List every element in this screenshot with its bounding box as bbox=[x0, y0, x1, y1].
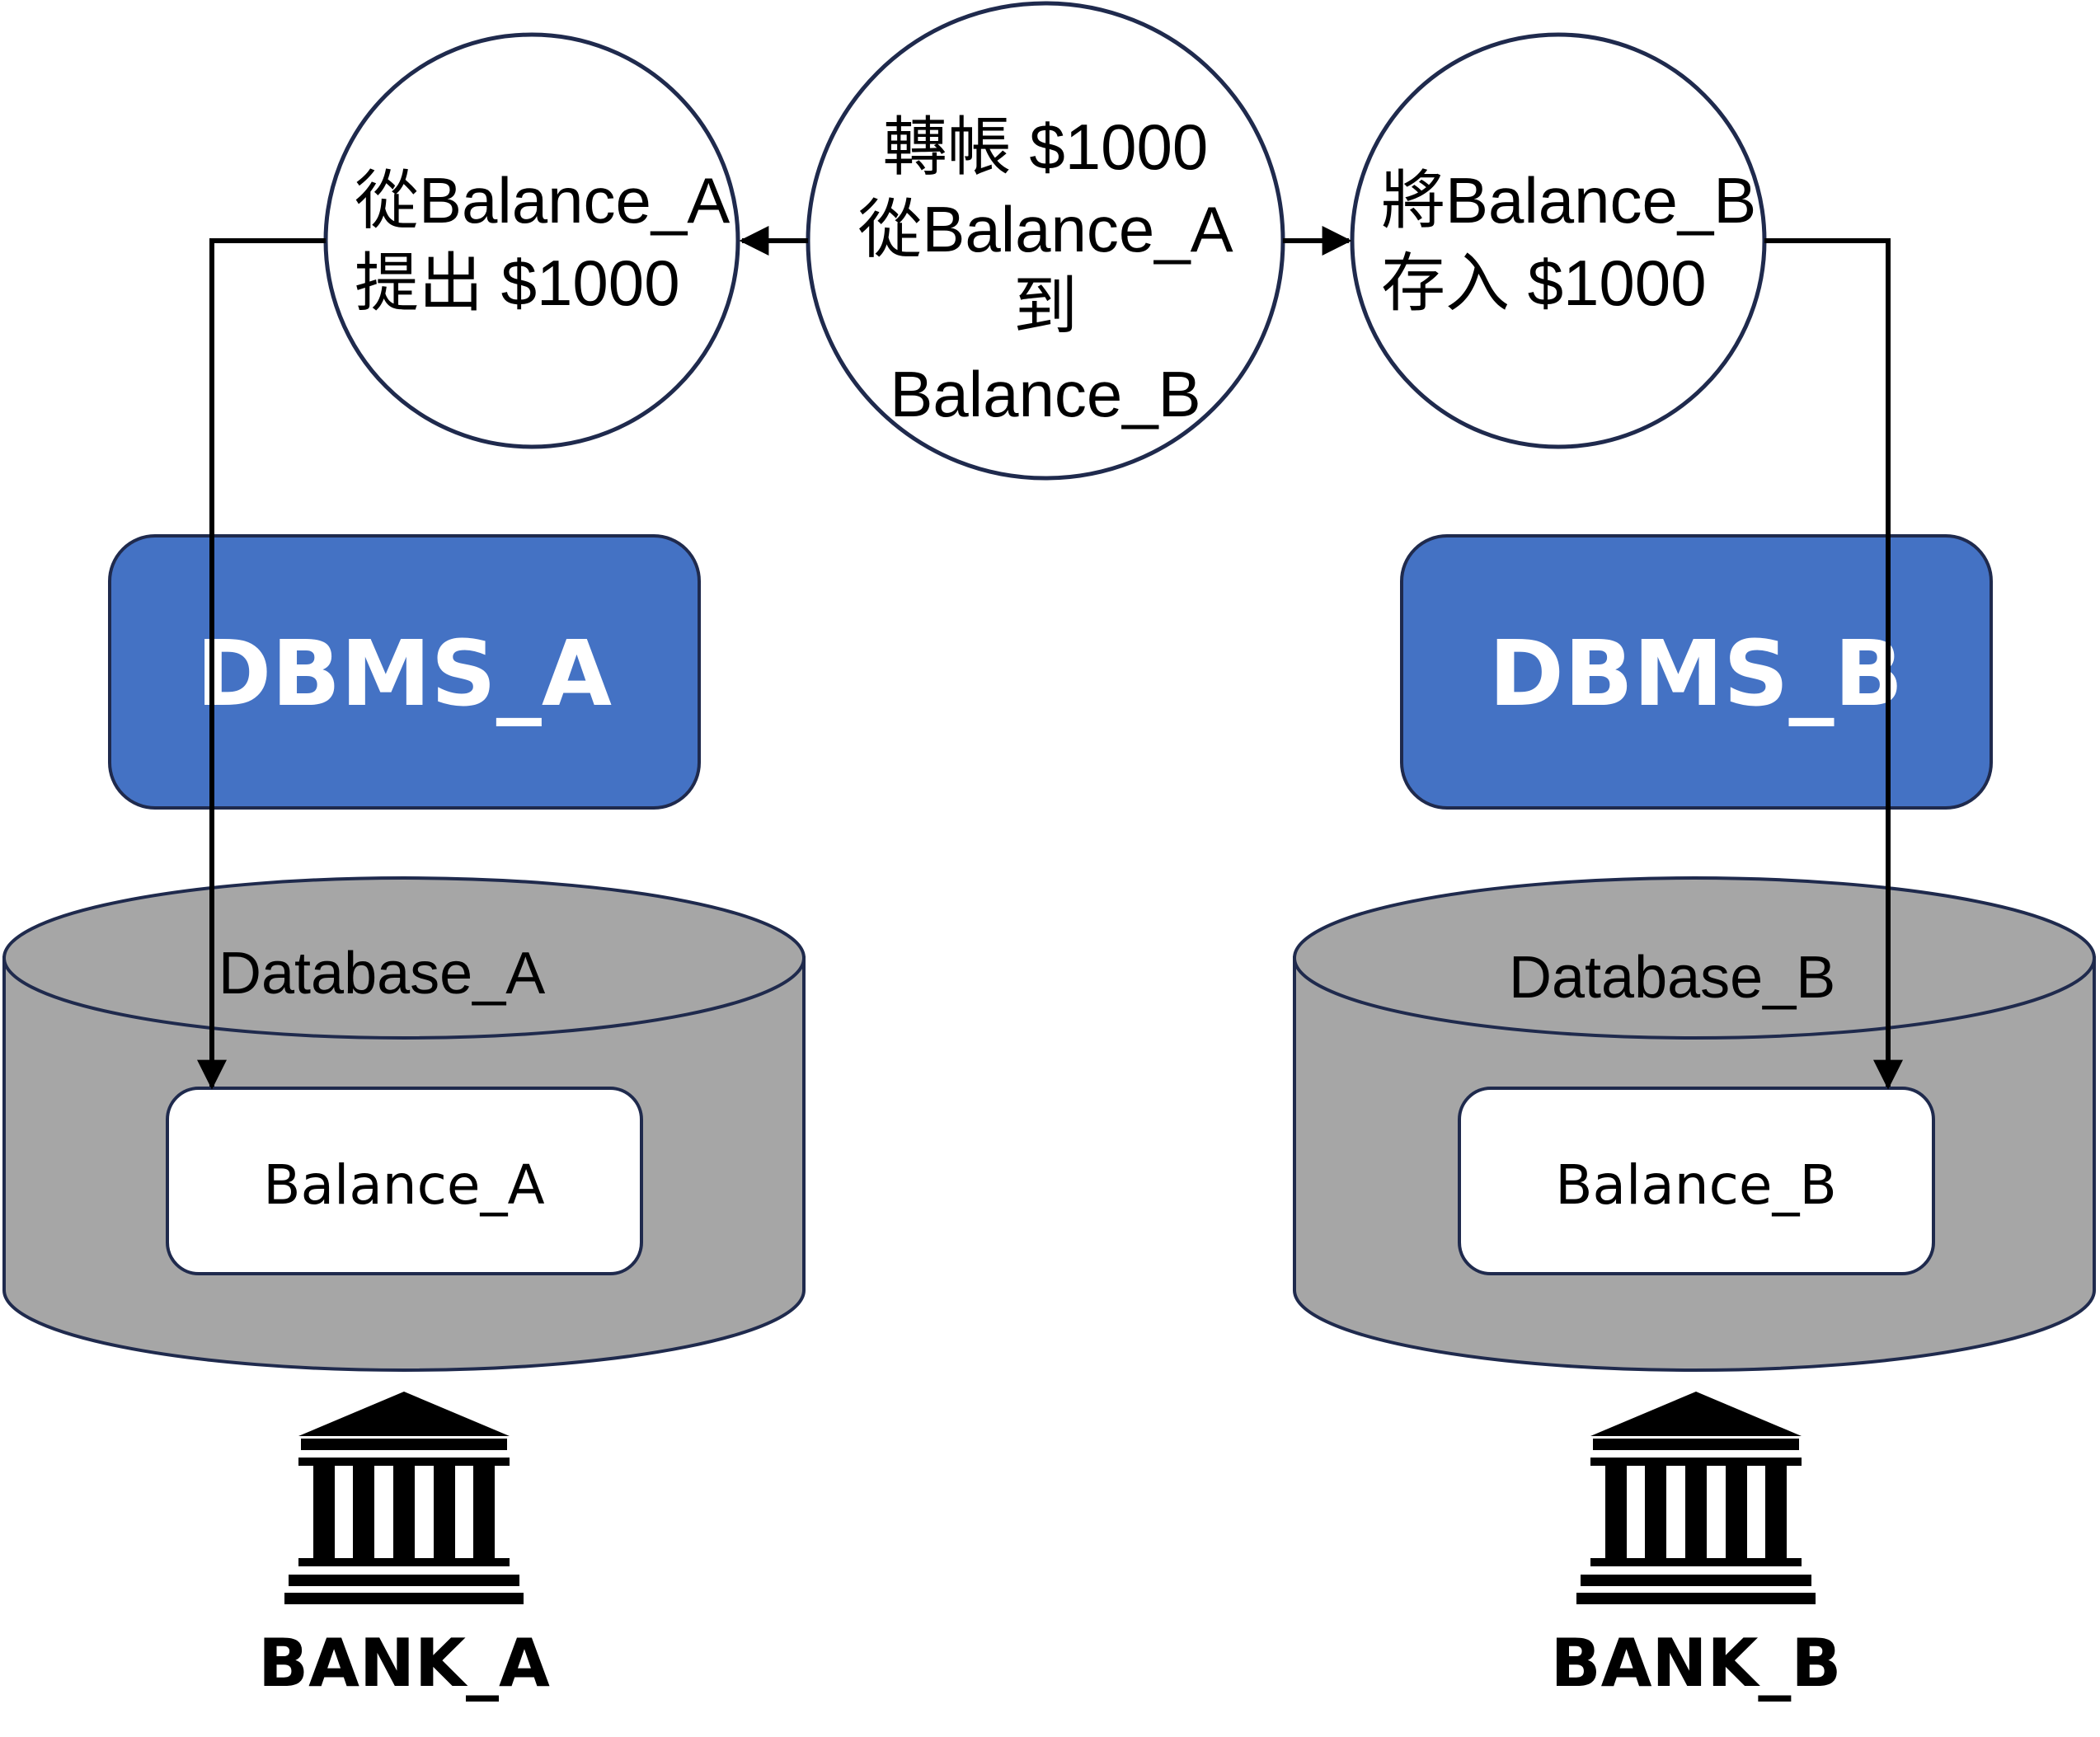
dbms-b-label: DBMS_B bbox=[1489, 621, 1904, 726]
balance-b-record bbox=[1458, 1087, 1935, 1275]
transfer-line3: 到 bbox=[1013, 270, 1078, 342]
balance-b-label: Balance_B bbox=[1555, 1153, 1837, 1217]
withdraw-circle bbox=[323, 32, 740, 449]
balance-a-record bbox=[166, 1087, 643, 1275]
bank-b-label: BANK_B bbox=[1551, 1625, 1842, 1702]
withdraw-line2: 提出 $1000 bbox=[355, 246, 680, 319]
transfer-line1: 轉帳 $1000 bbox=[883, 110, 1209, 183]
bank-b-icon bbox=[1576, 1392, 1816, 1604]
deposit-circle bbox=[1350, 32, 1767, 449]
transfer-line4: Balance_B bbox=[890, 358, 1200, 430]
database-a-label: Database_A bbox=[218, 941, 545, 1007]
deposit-line1: 將Balance_B bbox=[1381, 164, 1756, 237]
balance-a-label: Balance_A bbox=[263, 1153, 544, 1217]
withdraw-line1: 從Balance_A bbox=[355, 164, 730, 237]
dbms-a-label: DBMS_A bbox=[196, 621, 612, 726]
bank-a-label: BANK_A bbox=[258, 1625, 550, 1702]
bank-a-icon bbox=[284, 1392, 524, 1604]
deposit-line2: 存入 $1000 bbox=[1381, 246, 1707, 319]
database-b-label: Database_B bbox=[1509, 945, 1835, 1011]
arrow-withdraw-to-balance-a bbox=[197, 238, 326, 1090]
dbms-a-box bbox=[108, 534, 701, 810]
dbms-b-box bbox=[1400, 534, 1993, 810]
transfer-line2: 從Balance_A bbox=[857, 193, 1233, 265]
arrow-deposit-to-balance-b bbox=[1764, 238, 1903, 1090]
